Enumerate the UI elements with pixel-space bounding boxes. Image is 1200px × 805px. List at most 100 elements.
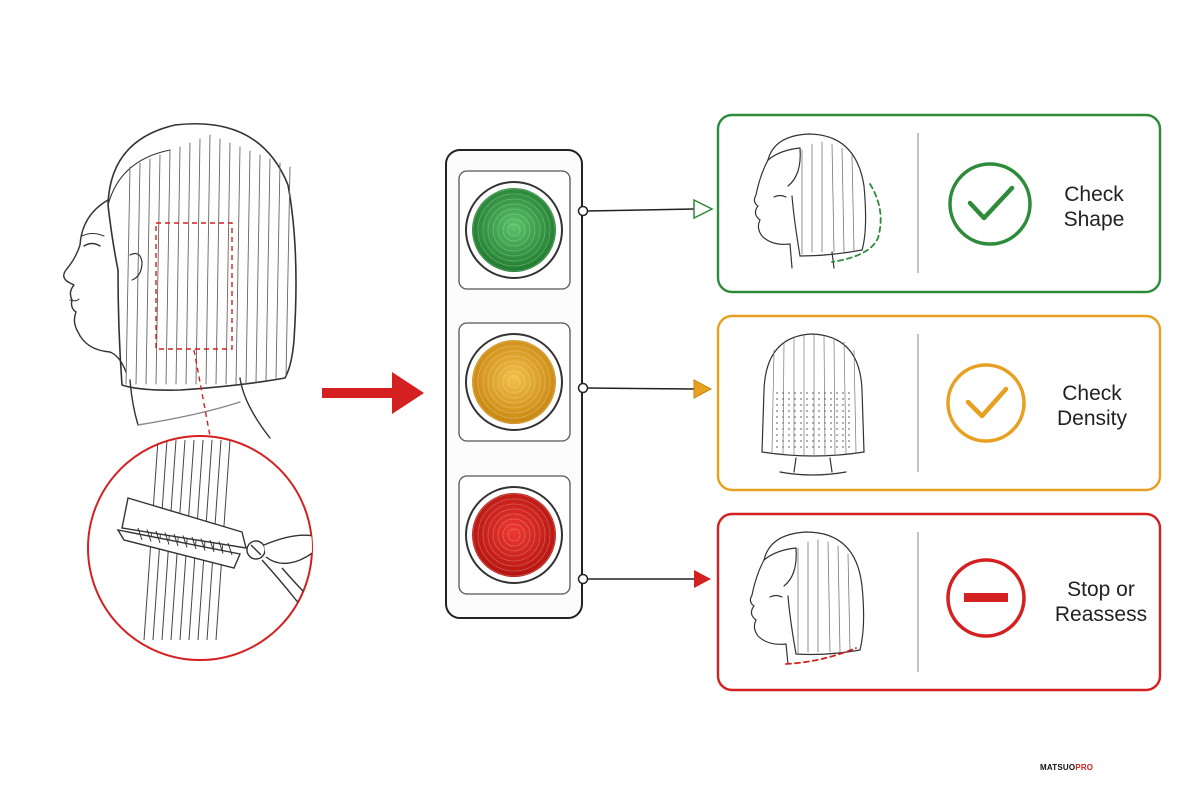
lamp-ring [507,223,521,237]
hair-silhouette [107,123,297,391]
label-line-2: Density [1056,407,1128,430]
hair-strands [125,134,291,385]
hair-strand [255,154,261,383]
zoom-hair-strand [179,439,195,641]
face-profile-line [63,199,127,373]
lamp-ring [477,345,551,419]
label-check-density: Check Density [1012,381,1172,431]
shear-tooth [218,541,224,554]
zoom-detail-circle [87,435,313,661]
step-card-check-shape [716,113,1162,294]
connector-amber [577,379,713,399]
check-mark-icon [948,162,1032,246]
shear-tooth [191,536,197,550]
bangs-line [107,149,171,206]
hair-strand [235,146,241,385]
step-card-stop-or-reassess [716,512,1162,692]
hair-strand [145,158,151,385]
hair-strand [215,138,221,385]
label-line-1: Check [1064,183,1124,206]
label-stop-or-reassess: Stop or Reassess [1021,577,1181,627]
hair-strand [185,142,191,385]
arrowhead-red [694,570,711,588]
thinning-area-highlight [155,222,233,350]
arrowhead-amber [693,379,713,399]
lamp-ring [507,528,521,542]
lamp-ring [482,198,546,262]
lamp-ring [497,213,531,247]
lamp-ring [487,203,541,257]
lamp-ring [472,493,556,577]
lamp-ring [477,498,551,572]
ear-line [129,252,143,281]
lamp-ring [492,360,536,404]
thinning-shears-icon [116,497,312,607]
label-line-1: Check [1062,382,1122,405]
hair-strand [195,138,201,385]
shear-tooth [137,527,143,541]
shear-tooth [164,532,170,545]
shear-tooth [227,542,233,556]
lamp-ring [472,188,556,272]
hair-strand [275,162,281,379]
back-bob-density-icon [761,333,865,476]
lamp-ring [502,523,526,547]
label-line-2: Shape [1063,208,1125,231]
bob-haircut-profile-illustration [63,123,297,439]
hair-strand [175,146,181,385]
lamp-ring [502,218,526,242]
zoom-connector-line [193,349,211,437]
connector-green [577,198,714,220]
lamp-ring [482,503,546,567]
hair-strand [285,166,291,377]
lamp-ring [477,193,551,267]
label-line-2: Reassess [1054,603,1148,626]
lamp-ring [492,208,536,252]
shear-tooth [182,535,188,548]
profile-bob-icon [753,133,882,269]
profile-uneven-bob-icon [749,531,865,665]
connector-red [577,570,711,588]
eye-icon [83,242,101,247]
shear-tooth [155,530,161,544]
eyebrow-line [81,233,105,237]
red-lamp [465,486,563,584]
step-card-check-density [716,314,1162,492]
lamp-ring [487,508,541,562]
lamp-ring [487,355,541,409]
stop-minus-icon [946,558,1026,638]
neck-front-line [129,379,139,426]
shear-tooth [146,529,152,542]
label-line-1: Stop or [1067,578,1135,601]
lamp-ring [497,365,531,399]
flow-arrow [322,372,424,414]
shear-tooth [173,533,179,547]
hair-strand [245,150,251,385]
shear-tooth [209,539,215,553]
hair-strand [265,158,271,381]
neck-back-line [239,377,271,439]
lamp-ring [502,370,526,394]
lamp-ring [497,518,531,552]
zoom-hair-strand [170,439,186,641]
lamp-ring [472,340,556,424]
brand-watermark: MATSUOPRO [1040,763,1093,772]
amber-lamp [465,333,563,431]
hair-strand [125,166,131,385]
traffic-light [445,149,583,619]
hair-strand [135,162,141,385]
shear-tooth [200,538,206,551]
hair-strand [205,134,211,385]
brand-part-2: PRO [1075,763,1094,772]
brand-part-1: MATSUO [1040,763,1076,772]
lamp-ring [507,375,521,389]
label-check-shape: Check Shape [1014,182,1174,232]
lamp-ring [492,513,536,557]
lips-line [69,298,80,302]
arrowhead-green [693,198,714,220]
hair-strand [225,142,231,385]
check-mark-icon [946,363,1026,443]
green-lamp [465,181,563,279]
